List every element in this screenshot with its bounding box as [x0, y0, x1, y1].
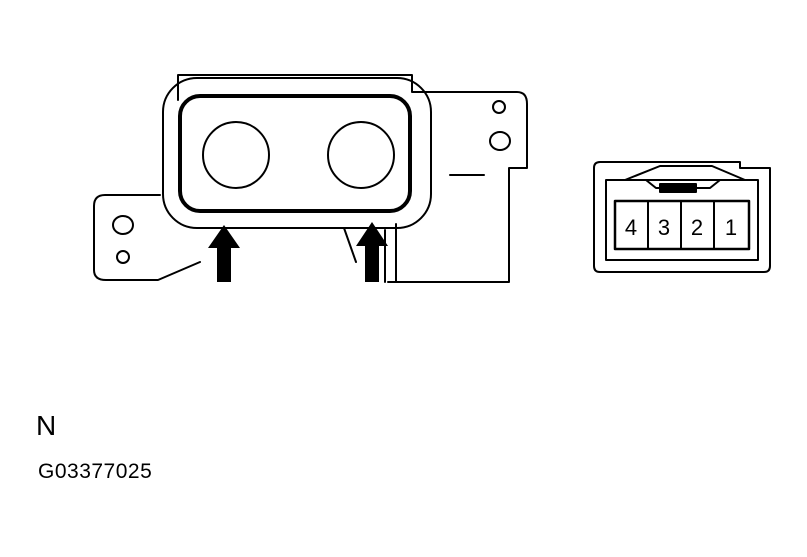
- bracket-hole-right-large: [489, 131, 511, 151]
- arrow-up-icon-left: [208, 225, 240, 282]
- connector-outline: [593, 161, 771, 273]
- view-letter: N: [36, 410, 57, 441]
- figure-id: G03377025: [38, 460, 153, 483]
- connector-inner: [605, 179, 759, 261]
- sensor-lens-left: [202, 121, 270, 189]
- bracket-clip: [343, 223, 397, 283]
- sensor-housing-outer: [162, 77, 432, 229]
- bracket-hole-left-large: [112, 215, 134, 235]
- bracket-hole-right-small: [492, 100, 506, 114]
- connector-pin-label: 4: [625, 215, 637, 240]
- bracket-hole-left-small: [116, 250, 130, 264]
- sensor-lens-right: [327, 121, 395, 189]
- connector-pin-label: 2: [691, 215, 703, 240]
- connector-pin-label: 1: [725, 215, 737, 240]
- sensor-housing-inner: [178, 94, 412, 213]
- connector-latch-tab: [659, 183, 697, 193]
- mounting-bracket: [93, 74, 528, 283]
- connector-pin-label: 3: [658, 215, 670, 240]
- arrow-up-icon-right: [356, 222, 388, 282]
